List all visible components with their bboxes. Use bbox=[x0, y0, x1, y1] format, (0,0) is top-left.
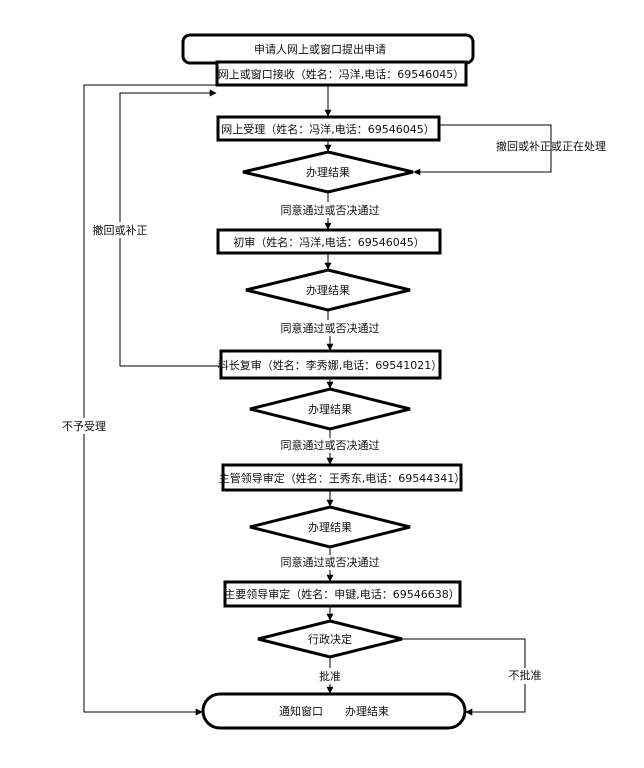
accept-label: 网上受理（姓名：冯洋,电话：69546045） bbox=[221, 122, 434, 136]
result-label-2: 办理结果 bbox=[306, 284, 350, 297]
withdraw-processing-loop: 撤回或补正或正在处理 bbox=[413, 124, 606, 176]
first-review-node: 初审（姓名：冯洋,电话：69546045） bbox=[216, 228, 442, 255]
reject-loop: 不予受理 bbox=[55, 84, 216, 716]
lead-review-label: 主管领导审定（姓名：王秀东,电话：69544341） bbox=[219, 471, 465, 485]
main-review-label: 主要领导审定（姓名：申键,电话：69546638） bbox=[224, 587, 459, 601]
result-diamond-3: 办理结果 bbox=[249, 387, 411, 431]
pass-label-1: 同意通过或否决通过 bbox=[281, 203, 380, 217]
reject-label: 不批准 bbox=[509, 668, 542, 682]
pass-label-3: 同意通过或否决通过 bbox=[281, 438, 380, 452]
first-review-label: 初审（姓名：冯洋,电话：69546045） bbox=[233, 235, 424, 249]
accept-node: 网上受理（姓名：冯洋,电话：69546045） bbox=[216, 115, 441, 142]
end-node: 通知窗口 办理结束 bbox=[201, 692, 467, 730]
receive-label: 网上或窗口接收（姓名：冯洋,电话：69546045） bbox=[218, 67, 464, 81]
main-review-node: 主要领导审定（姓名：申键,电话：69546638） bbox=[223, 580, 462, 608]
receive-node: 网上或窗口接收（姓名：冯洋,电话：69546045） bbox=[215, 60, 468, 87]
withdraw-label: 撤回或补正 bbox=[93, 223, 148, 237]
result-label-1: 办理结果 bbox=[306, 166, 350, 179]
result-diamond-2: 办理结果 bbox=[245, 268, 411, 312]
result-label-3: 办理结果 bbox=[308, 403, 352, 416]
section-review-label: 科长复审（姓名：李秀娜,电话：69541021） bbox=[218, 358, 442, 372]
pass-label-2: 同意通过或否决通过 bbox=[281, 321, 380, 335]
pass-label-4: 同意通过或否决通过 bbox=[281, 555, 380, 569]
result-diamond-1: 办理结果 bbox=[242, 150, 414, 194]
not-approved-branch bbox=[402, 638, 526, 716]
withdraw-processing-label: 撤回或补正或正在处理 bbox=[496, 139, 606, 153]
approve-label: 批准 bbox=[319, 669, 341, 683]
result-diamond-4: 办理结果 bbox=[249, 505, 411, 549]
withdraw-loop: 撤回或补正 bbox=[88, 89, 221, 367]
result-label-4: 办理结果 bbox=[308, 521, 352, 534]
main-flow-arrows bbox=[324, 85, 334, 694]
end-label: 通知窗口 办理结束 bbox=[279, 704, 389, 718]
start-node: 申请人网上或窗口提出申请 bbox=[181, 33, 475, 65]
not-accepted-label: 不予受理 bbox=[62, 420, 106, 433]
start-label: 申请人网上或窗口提出申请 bbox=[254, 42, 386, 56]
decision-label: 行政决定 bbox=[308, 632, 352, 646]
decision-diamond: 行政决定 bbox=[257, 619, 403, 659]
lead-review-node: 主管领导审定（姓名：王秀东,电话：69544341） bbox=[219, 463, 465, 492]
section-review-node: 科长复审（姓名：李秀娜,电话：69541021） bbox=[218, 349, 442, 380]
